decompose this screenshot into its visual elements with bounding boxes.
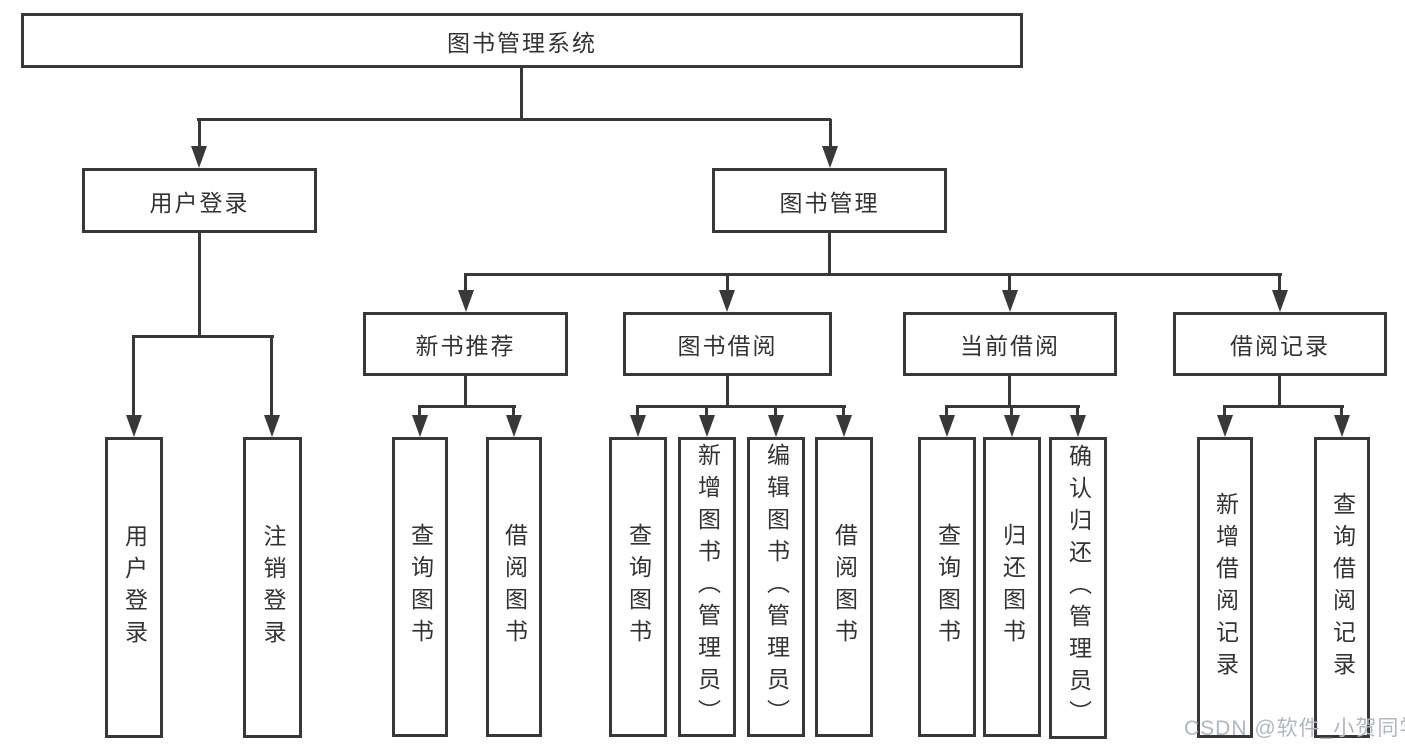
node-label: 当前借阅 [960, 333, 1060, 359]
leaf-user-login: 用户登录 [105, 437, 163, 738]
arrow-down-icon [630, 415, 646, 437]
connector-line [1008, 376, 1011, 407]
node-label: 查询图书 [407, 523, 434, 651]
connector-line [1278, 376, 1281, 407]
connector-line [512, 406, 515, 417]
arrow-down-icon [768, 415, 784, 437]
connector-line [1223, 406, 1226, 417]
arrow-down-icon [126, 415, 142, 437]
leaf-borrow-books-borrowing: 借阅图书 [815, 437, 873, 737]
connector-line [418, 405, 516, 408]
node-user-login: 用户登录 [82, 168, 317, 233]
connector-line [197, 118, 831, 121]
node-book-management: 图书管理 [712, 168, 947, 233]
arrow-down-icon [719, 290, 735, 312]
node-label: 借阅记录 [1230, 333, 1330, 359]
connector-line [774, 406, 777, 417]
connector-line [198, 233, 201, 337]
connector-line [945, 406, 948, 417]
arrow-down-icon [191, 146, 207, 168]
leaf-borrow-books-recommend: 借阅图书 [486, 437, 542, 737]
connector-line [636, 406, 639, 417]
node-label: 用户登录 [149, 189, 250, 216]
leaf-confirm-return-admin: 确认归还（管理员） [1049, 437, 1107, 739]
node-label: 新书推荐 [415, 333, 516, 359]
node-label: 注销登录 [260, 523, 286, 652]
connector-line [842, 406, 845, 417]
connector-line [1340, 406, 1343, 417]
arrow-down-icon [1002, 290, 1018, 312]
connector-line [726, 274, 729, 295]
node-label: 新增图书（管理员） [694, 443, 721, 731]
leaf-query-books-borrowing: 查询图书 [609, 437, 667, 737]
arrow-down-icon [939, 415, 955, 437]
node-new-book-recommendation: 新书推荐 [363, 312, 568, 376]
connector-line [464, 376, 467, 407]
arrow-down-icon [264, 415, 280, 437]
arrow-down-icon [1334, 415, 1350, 437]
node-label: 图书管理 [779, 189, 880, 216]
node-library-management-system: 图书管理系统 [21, 13, 1023, 68]
arrow-down-icon [1217, 415, 1233, 437]
arrow-down-icon [458, 290, 474, 312]
node-borrowing-records: 借阅记录 [1173, 312, 1387, 376]
leaf-query-books-recommend: 查询图书 [392, 437, 448, 737]
leaf-add-book-admin: 新增图书（管理员） [678, 437, 736, 737]
node-label: 确认归还（管理员） [1065, 444, 1092, 732]
node-label: 编辑图书（管理员） [763, 443, 790, 731]
arrow-down-icon [1004, 415, 1020, 437]
leaf-edit-book-admin: 编辑图书（管理员） [747, 437, 805, 737]
connector-line [1010, 406, 1013, 417]
arrow-down-icon [412, 415, 428, 437]
connector-line [198, 119, 201, 150]
leaf-return-books: 归还图书 [983, 437, 1041, 737]
arrow-down-icon [1272, 290, 1288, 312]
node-label: 查询借阅记录 [1329, 491, 1356, 684]
connector-line [1008, 274, 1011, 295]
connector-line [270, 336, 273, 417]
connector-line [726, 376, 729, 407]
connector-line [1278, 274, 1281, 295]
connector-line [1223, 405, 1344, 408]
node-current-borrowing: 当前借阅 [903, 312, 1117, 376]
connector-line [418, 406, 421, 417]
node-label: 查询图书 [934, 523, 961, 651]
connector-line [464, 273, 1282, 276]
node-label: 查询图书 [625, 523, 652, 651]
node-label: 借阅图书 [501, 523, 528, 651]
connector-line [520, 68, 523, 121]
connector-line [1076, 406, 1079, 417]
connector-line [132, 335, 274, 338]
arrow-down-icon [822, 146, 838, 168]
node-label: 图书借阅 [677, 333, 778, 359]
watermark: CSDN @软件_小贺同学 [1184, 717, 1405, 740]
arrow-down-icon [836, 415, 852, 437]
connector-line [132, 336, 135, 417]
arrow-down-icon [699, 415, 715, 437]
connector-line [829, 119, 832, 150]
connector-line [705, 406, 708, 417]
leaf-logout: 注销登录 [243, 437, 302, 738]
arrow-down-icon [506, 415, 522, 437]
node-label: 借阅图书 [831, 523, 858, 651]
node-label: 新增借阅记录 [1212, 491, 1239, 684]
node-label: 用户登录 [121, 523, 148, 652]
leaf-query-borrow-record: 查询借阅记录 [1314, 437, 1370, 738]
node-label: 归还图书 [999, 523, 1026, 651]
connector-line [828, 233, 831, 276]
connector-line [464, 274, 467, 295]
node-book-borrowing: 图书借阅 [623, 312, 832, 376]
connector-line [636, 405, 846, 408]
arrow-down-icon [1070, 415, 1086, 437]
node-label: 图书管理系统 [447, 29, 597, 56]
leaf-add-borrow-record: 新增借阅记录 [1197, 437, 1253, 738]
leaf-query-books-current: 查询图书 [918, 437, 976, 737]
